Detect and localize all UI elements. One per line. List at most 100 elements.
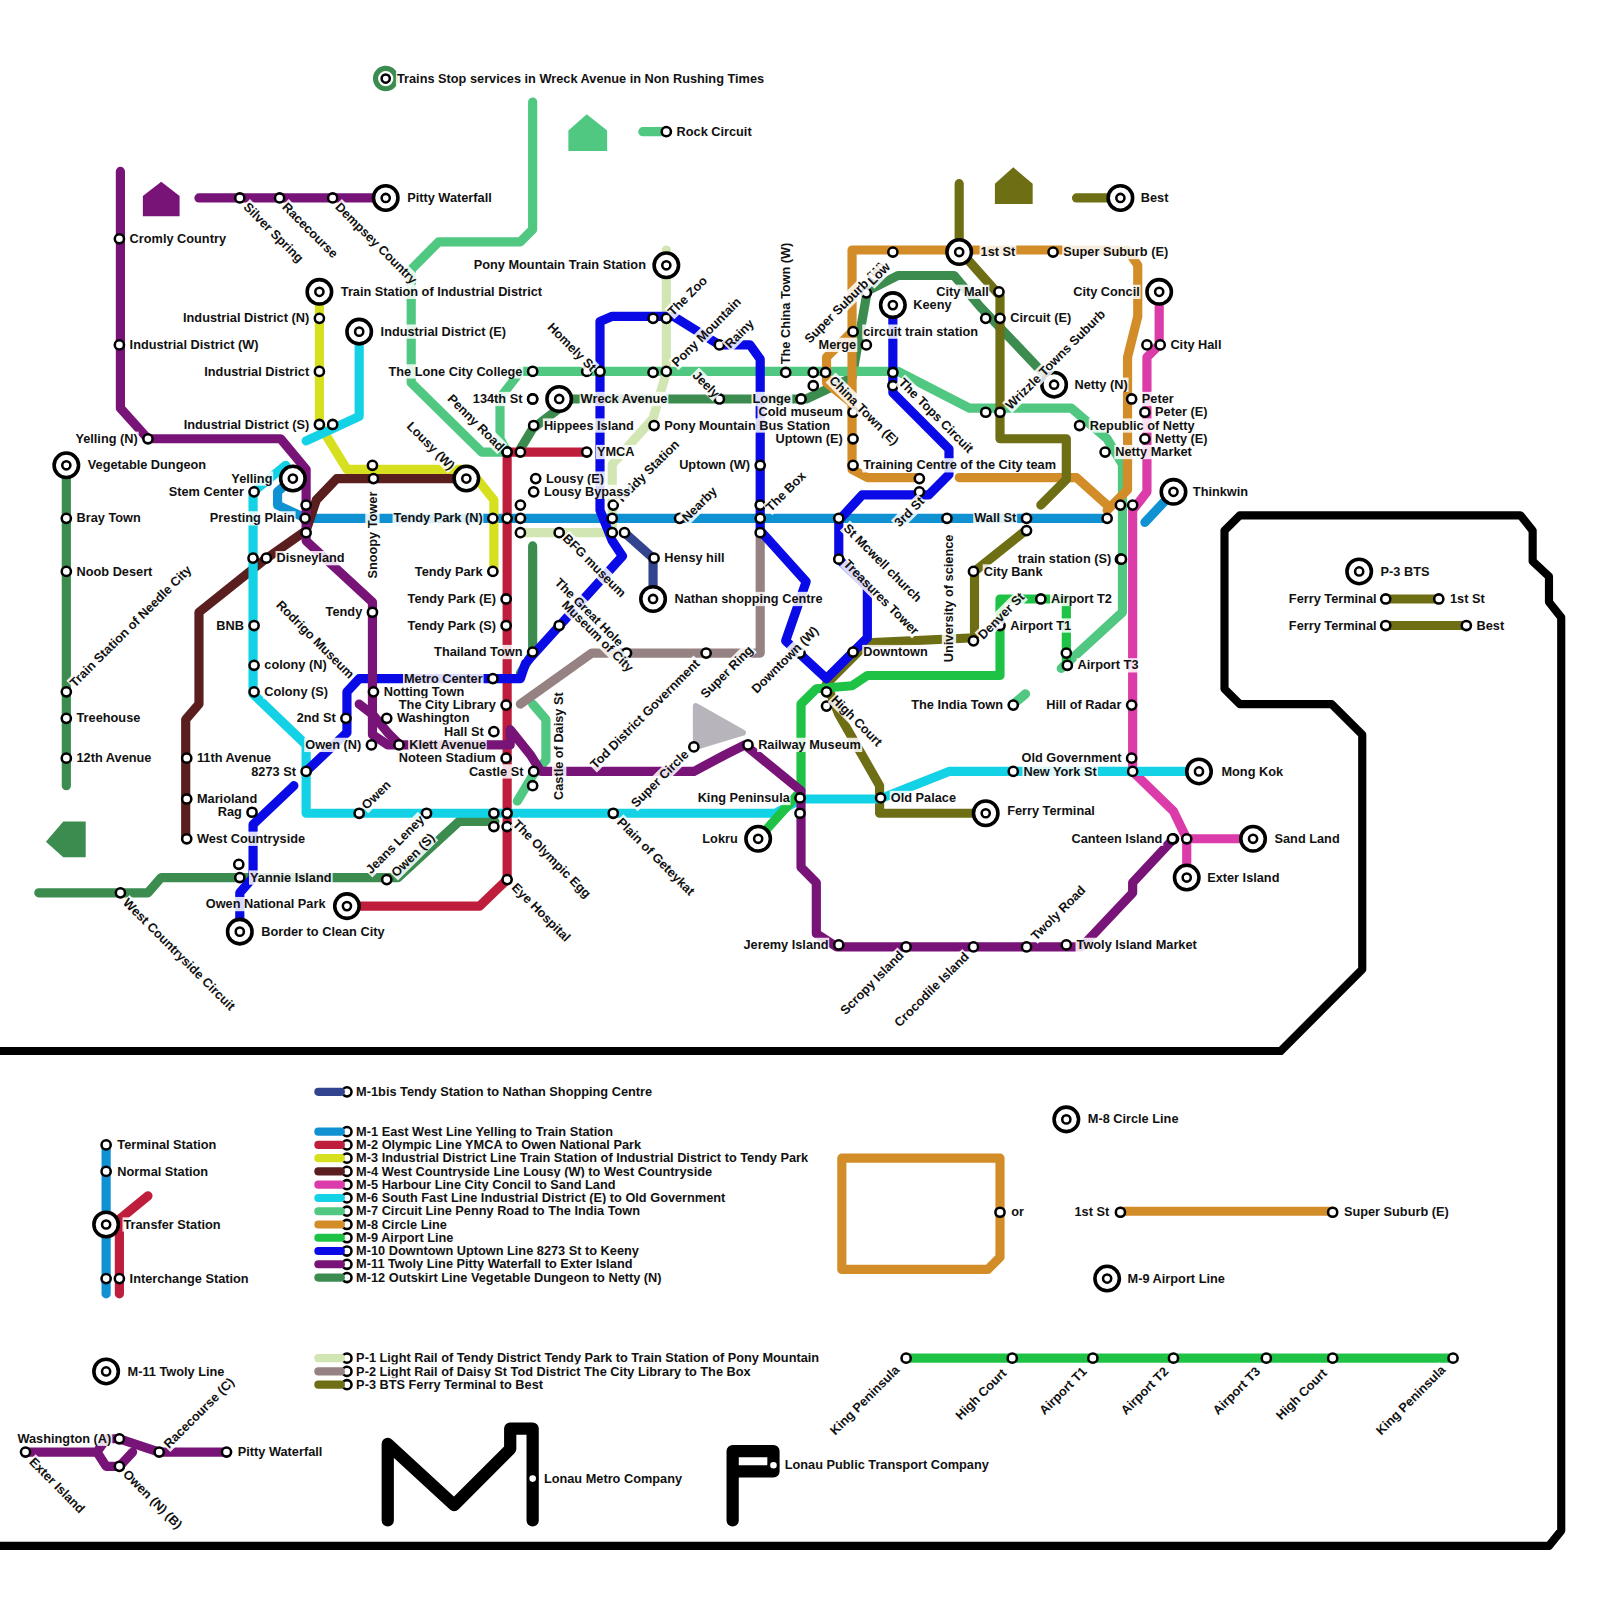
map-shape	[1347, 559, 1371, 583]
station-dot	[796, 394, 805, 403]
station-dot	[1169, 1354, 1178, 1363]
station-dot	[529, 487, 538, 496]
station-dot	[702, 648, 711, 657]
station-dot	[1434, 594, 1443, 603]
legend-swatch	[314, 1194, 345, 1202]
station-label: Colony (S)	[263, 685, 329, 699]
station-label: Tendy Park (N)	[393, 511, 484, 525]
station-label: Disneyland	[276, 551, 346, 565]
legend-text: M-10 Downtown Uptown Line 8273 St to Kee…	[355, 1244, 640, 1258]
station-label: New York St	[1022, 764, 1097, 778]
station-dot	[822, 687, 831, 696]
station-label: 12th Avenue	[76, 751, 153, 765]
station-dot	[382, 714, 391, 723]
station-label: Airport T2	[1050, 592, 1113, 606]
station-label: Lokru	[701, 832, 738, 846]
map-shape	[1108, 186, 1132, 210]
map-shape	[973, 801, 997, 825]
station-label: High Court	[952, 1365, 1010, 1423]
station-label: train station (S)	[1017, 552, 1113, 566]
map-shape	[46, 821, 86, 857]
legend-text: P-3 BTS Ferry Terminal to Best	[355, 1378, 544, 1392]
map-shape	[947, 240, 971, 264]
station-label: Pony Mountain Train Station	[473, 258, 647, 272]
station-label: Yannie Island	[249, 870, 333, 884]
station-dot	[143, 434, 152, 443]
station-dot	[1140, 408, 1149, 417]
map-shape	[94, 1212, 118, 1236]
map-shape	[1133, 292, 1253, 839]
station-dot	[249, 621, 258, 630]
station-label: Washington	[396, 711, 471, 725]
station-label: King Peninsula	[697, 791, 791, 805]
station-label: The China Town (W)	[779, 242, 793, 366]
station-dot	[595, 367, 604, 376]
station-dot	[529, 767, 538, 776]
station-label: Cold museum	[757, 405, 843, 419]
station-dot	[942, 514, 951, 523]
map-shape	[1120, 1207, 1332, 1216]
station-dot	[1009, 767, 1018, 776]
station-label: Industrial District (E)	[380, 324, 507, 338]
station-dot	[249, 487, 258, 496]
station-label: City Hall	[1169, 338, 1222, 352]
legend-text: Normal Station	[116, 1164, 209, 1178]
legend-swatch	[314, 1273, 345, 1281]
map-shape	[462, 474, 470, 482]
station-label: The City Library	[398, 698, 497, 712]
map-shape	[315, 288, 323, 296]
station-dot	[488, 567, 497, 576]
station-label: Yelling (N)	[74, 432, 138, 446]
terminus-houses	[46, 114, 1033, 857]
map-shape	[959, 184, 1066, 505]
station-dot	[781, 368, 790, 377]
map-shape	[253, 465, 1199, 813]
map-shape	[1155, 288, 1163, 296]
map-shape	[608, 514, 617, 523]
station-label: Stem Center	[168, 485, 245, 499]
station-dot	[328, 193, 337, 202]
station-label: Marioland	[196, 792, 258, 806]
map-shape	[248, 554, 257, 563]
map-shape	[1241, 827, 1265, 851]
station-dot	[1101, 447, 1110, 456]
station-label: Twoly Road	[1028, 882, 1089, 943]
map-shape	[733, 1451, 774, 1520]
station-label: Keeny	[912, 298, 952, 312]
legend-swatch	[314, 1088, 345, 1096]
map-shape	[641, 587, 665, 611]
station-dot	[503, 875, 512, 884]
map-shape	[555, 395, 563, 403]
station-dot	[1127, 394, 1136, 403]
map-shape	[1183, 873, 1191, 881]
map-shape	[102, 1220, 110, 1228]
station-dot	[1381, 621, 1390, 630]
station-label: Homely St	[544, 319, 600, 375]
station-dot	[275, 193, 284, 202]
map-shape	[754, 835, 762, 843]
station-dot	[249, 687, 258, 696]
station-label: Wreck Avenue	[580, 392, 669, 406]
station-label: City Bank	[983, 564, 1044, 578]
map-shape	[503, 514, 512, 523]
station-label: or	[1010, 1205, 1025, 1219]
station-dot	[662, 367, 671, 376]
station-dot	[1127, 754, 1136, 763]
map-shape	[842, 1158, 1000, 1269]
station-label: Metro Center	[403, 671, 484, 685]
station-dot	[1008, 1354, 1017, 1363]
station-dot	[1075, 421, 1084, 430]
map-shape	[520, 531, 760, 704]
map-shape	[1355, 567, 1363, 575]
map-shape	[102, 1167, 111, 1176]
station-dot	[315, 420, 324, 429]
station-dot	[756, 461, 765, 470]
map-shape	[54, 453, 78, 477]
station-label: Pitty Waterfall	[406, 191, 493, 205]
map-shape	[516, 528, 525, 537]
station-label: Industrial District	[203, 364, 310, 378]
map-shape	[881, 293, 905, 317]
station-label: Tendy Park (E)	[407, 592, 497, 606]
station-label: The Lone City College	[387, 364, 523, 378]
legend-text: Interchange Station	[129, 1271, 250, 1285]
